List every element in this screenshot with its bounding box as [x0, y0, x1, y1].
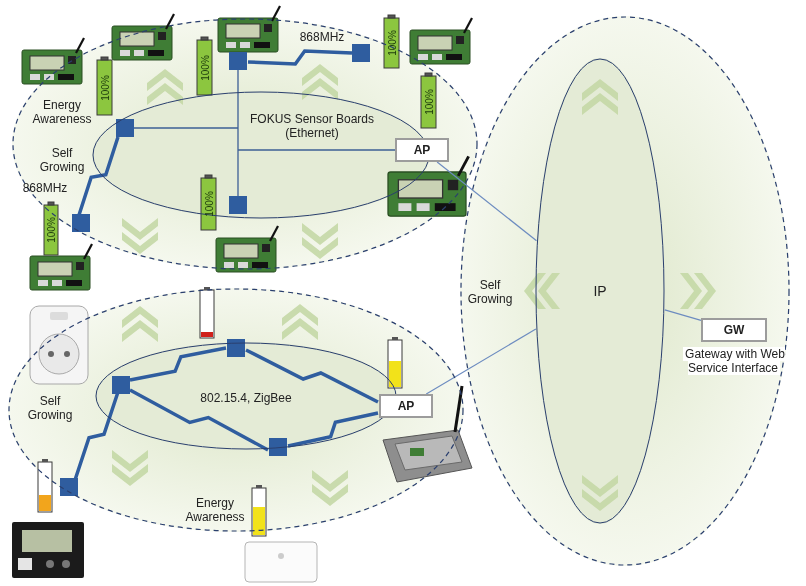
sensor-board [216, 226, 278, 272]
growth-chevron [680, 273, 716, 309]
display-board [12, 522, 84, 578]
region-label: Self Growing [468, 278, 513, 306]
growth-chevron [122, 306, 158, 342]
region-ellipse [9, 289, 463, 531]
access-point-box: AP [395, 138, 449, 162]
region-ground [8, 288, 464, 532]
region-label: IP [593, 283, 606, 299]
sensor-board [22, 38, 84, 84]
sensor-board [112, 14, 174, 60]
gateway-caption-wrap: Gateway with Web Service Interface [671, 347, 797, 375]
growth-chevron [524, 273, 560, 309]
growth-chevron [147, 69, 183, 105]
region-ground [460, 16, 790, 566]
region-ground [12, 18, 478, 270]
region-label: Self Growing [28, 394, 73, 422]
region-label-wrap: Self Growing [463, 278, 517, 306]
network-region: FOKUS Sensor Boards (Ethernet) [92, 91, 430, 219]
battery-percent: 100% [100, 75, 111, 101]
network-region: Energy AwarenessSelf Growing FOKUS Sensor… [12, 18, 478, 270]
box-label: AP [398, 399, 415, 413]
growth-chevron [122, 218, 158, 254]
region-label-wrap: Self Growing [35, 146, 89, 174]
region-outline [460, 16, 790, 566]
region-ellipse [536, 59, 664, 523]
network-region: Self GrowingEnergy Awareness 802.15.4, Zi… [8, 288, 464, 532]
region-ellipse [461, 17, 789, 565]
access-point-box: GWGateway with Web Service Interface [701, 318, 767, 342]
gateway-caption: Gateway with Web Service Interface [683, 347, 785, 375]
frequency-label-wrap: 868MHz [15, 181, 75, 195]
battery-percent: 100% [387, 30, 398, 56]
battery-level-wrap: 100% [422, 82, 436, 122]
sensor-board [410, 18, 472, 64]
region-label-wrap: 802.15.4, ZigBee [176, 391, 316, 405]
sensor-nodes [60, 44, 370, 496]
growth-chevron [312, 470, 348, 506]
growth-chevron [302, 223, 338, 259]
ethernet-wires [134, 70, 396, 196]
battery-percent: 100% [46, 217, 57, 243]
battery-level-wrap: 100% [44, 210, 58, 250]
network-link [437, 162, 536, 241]
frequency-label: 868MHz [300, 30, 345, 44]
region-ground [92, 91, 430, 219]
sensor-board [30, 244, 92, 290]
partial-batteries [38, 287, 402, 536]
radio-links [75, 51, 378, 480]
sensor-housing [245, 542, 317, 582]
region-outline [92, 91, 430, 219]
network-region: IP [535, 58, 665, 524]
region-label: Energy Awareness [185, 496, 244, 524]
frequency-label-wrap: 868MHz [292, 30, 352, 44]
access-point-box: AP [379, 394, 433, 418]
battery-level-wrap: 100% [202, 184, 216, 224]
box-label: AP [414, 143, 431, 157]
growth-chevron [582, 475, 618, 511]
region-label: 802.15.4, ZigBee [200, 391, 291, 405]
battery-percent: 100% [204, 191, 215, 217]
gateway-board [388, 156, 469, 216]
region-ellipse [93, 92, 429, 218]
battery-percent: 100% [200, 55, 211, 81]
network-region: 802.15.4, ZigBee [95, 342, 397, 450]
smart-plug [30, 306, 88, 384]
growth-chevrons [112, 64, 716, 511]
region-label-wrap: FOKUS Sensor Boards (Ethernet) [244, 112, 380, 140]
region-label-wrap: Energy Awareness [182, 496, 248, 524]
region-label: Energy Awareness [32, 98, 91, 126]
battery-percent: 100% [424, 89, 435, 115]
battery-level-wrap: 100% [98, 68, 112, 108]
battery-level-wrap: 100% [385, 23, 399, 63]
region-ground [95, 342, 397, 450]
region-label-wrap: Self Growing [23, 394, 77, 422]
full-batteries [44, 15, 436, 255]
network-link [426, 329, 536, 394]
region-label-wrap: Energy Awareness [30, 98, 94, 126]
region-label: Self Growing [40, 146, 85, 174]
growth-chevron [582, 79, 618, 115]
region-label-wrap: IP [580, 283, 620, 299]
growth-chevron [112, 450, 148, 486]
region-ellipse [96, 343, 396, 449]
battery-level-wrap: 100% [198, 48, 212, 88]
frequency-label: 868MHz [23, 181, 68, 195]
box-label: GW [724, 323, 745, 337]
region-ground [535, 58, 665, 524]
sensor-board [218, 6, 280, 52]
growth-chevron [282, 304, 318, 340]
network-region: Self GrowingIPGWGateway with Web Service… [460, 16, 790, 566]
region-label: FOKUS Sensor Boards (Ethernet) [250, 112, 374, 140]
network-link [665, 310, 701, 321]
region-ellipse [13, 19, 477, 269]
